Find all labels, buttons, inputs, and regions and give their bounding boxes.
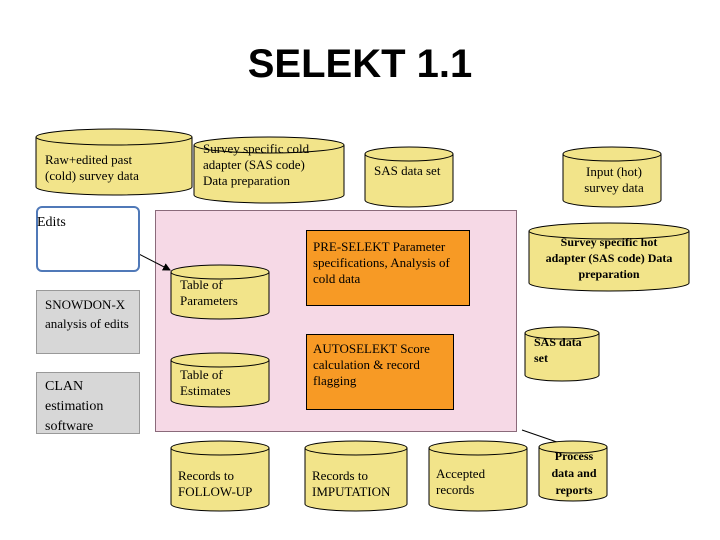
raw-survey-data-label: Raw+edited past (cold) survey data xyxy=(45,152,139,183)
cold-adapter-label: Survey specific cold adapter (SAS code) … xyxy=(203,141,310,188)
pre-selekt-label: PRE-SELEKT Parameter specifications, Ana… xyxy=(313,239,450,286)
sas-data-set-label-2: SAS data set xyxy=(534,335,582,365)
table-of-estimates-cylinder: Table of Estimates xyxy=(170,352,270,408)
sas-data-set-cylinder-2: SAS data set xyxy=(524,326,600,382)
autoselekt-box: AUTOSELEKT Score calculation & record fl… xyxy=(306,334,454,410)
accepted-records-cylinder: Accepted records xyxy=(428,440,528,512)
pre-selekt-box: PRE-SELEKT Parameter specifications, Ana… xyxy=(306,230,470,306)
autoselekt-label: AUTOSELEKT Score calculation & record fl… xyxy=(313,341,430,388)
edits-callout xyxy=(36,206,140,272)
table-of-parameters-cylinder: Table of Parameters xyxy=(170,264,270,320)
input-hot-survey-label: Input (hot) survey data xyxy=(584,164,644,195)
accepted-records-label: Accepted records xyxy=(436,466,486,497)
sas-data-set-cylinder-1: SAS data set xyxy=(364,146,454,208)
edits-label: Edits xyxy=(37,215,66,230)
clan-label: CLAN estimation software xyxy=(45,379,104,434)
cold-adapter-cylinder: Survey specific cold adapter (SAS code) … xyxy=(193,136,345,204)
records-followup-label: Records to FOLLOW-UP xyxy=(178,468,253,499)
diagram-title: SELEKT 1.1 xyxy=(247,42,473,86)
process-data-label: Process data and reports xyxy=(551,449,597,497)
raw-survey-data-cylinder: Raw+edited past (cold) survey data xyxy=(35,128,193,196)
clan-box: CLAN estimation software xyxy=(36,372,140,434)
records-followup-cylinder: Records to FOLLOW-UP xyxy=(170,440,270,512)
records-imputation-cylinder: Records to IMPUTATION xyxy=(304,440,408,512)
snowdon-label: SNOWDON-X analysis of edits xyxy=(45,297,129,331)
table-of-parameters-label: Table of Parameters xyxy=(180,277,238,308)
process-data-cylinder: Process data and reports xyxy=(538,440,608,502)
hot-adapter-label: Survey specific hot adapter (SAS code) D… xyxy=(545,235,673,281)
input-hot-survey-cylinder: Input (hot) survey data xyxy=(562,146,662,208)
records-imputation-label: Records to IMPUTATION xyxy=(312,468,391,499)
hot-adapter-cylinder: Survey specific hot adapter (SAS code) D… xyxy=(528,222,690,292)
sas-data-set-label-1: SAS data set xyxy=(374,163,441,178)
snowdon-box: SNOWDON-X analysis of edits xyxy=(36,290,140,354)
table-of-estimates-label: Table of Estimates xyxy=(180,367,231,398)
